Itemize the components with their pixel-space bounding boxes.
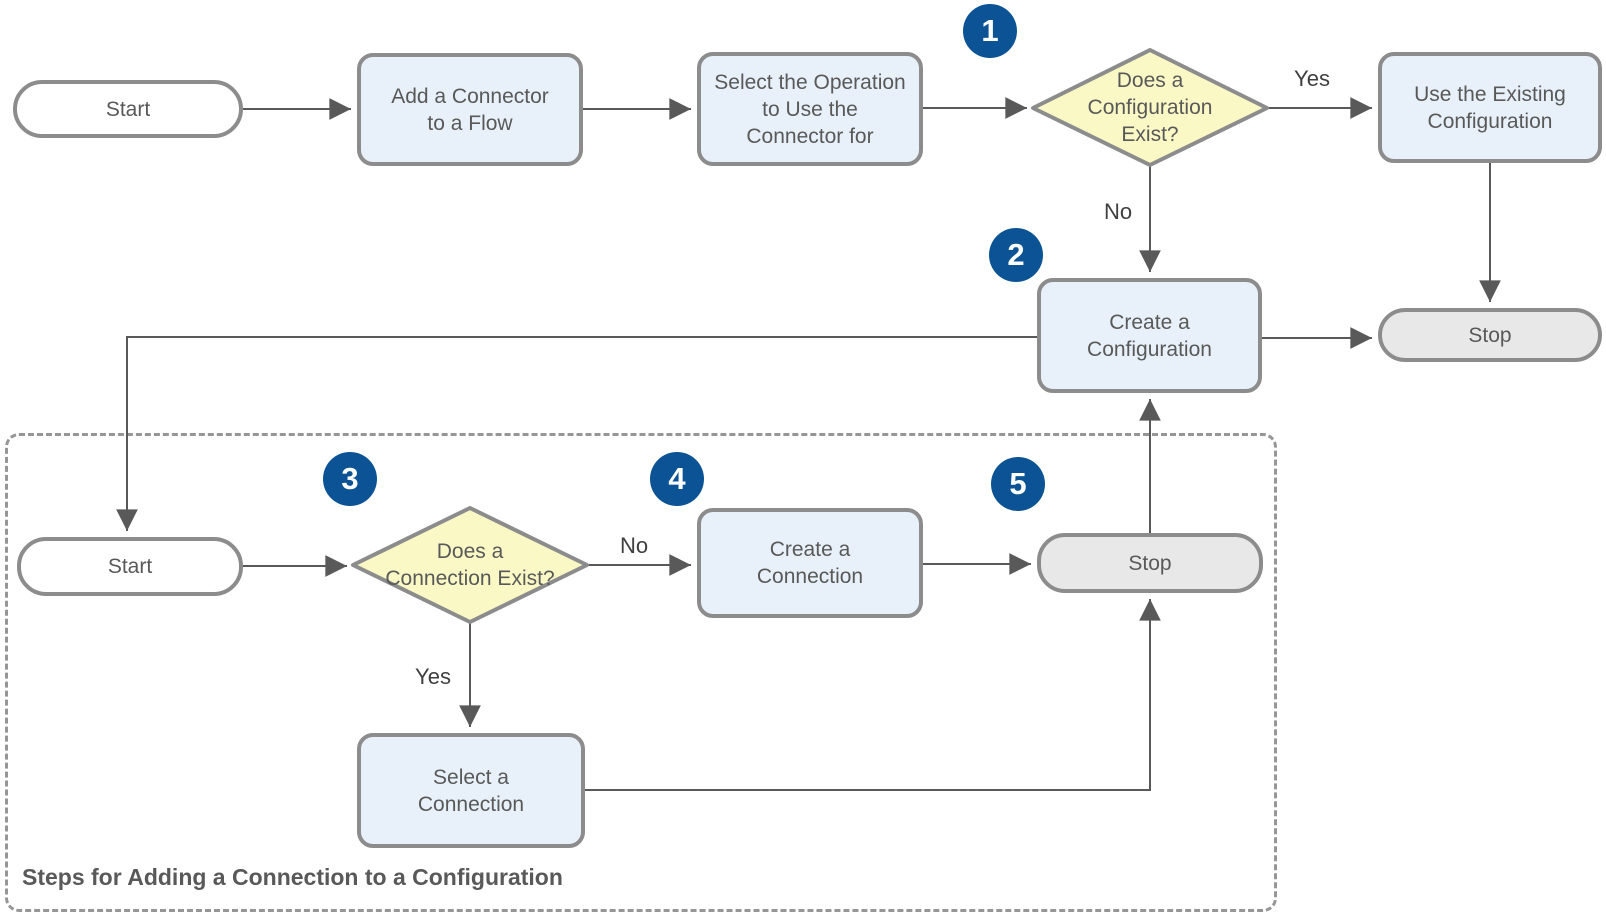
node-start-top: Start (13, 80, 243, 138)
step-badge-4: 4 (650, 452, 704, 506)
step-badge-5: 5 (991, 457, 1045, 511)
node-add-connector: Add a Connector to a Flow (357, 53, 583, 166)
node-start-bottom: Start (17, 537, 243, 596)
node-create-connection: Create a Connection (697, 508, 923, 618)
edge-select-connection-to-stop-bottom (585, 599, 1161, 791)
step-badge-3: 3 (323, 452, 377, 506)
decision-connection-exists-shape (351, 506, 589, 624)
decision-config-exists-shape (1031, 48, 1269, 167)
step-badge-2: 2 (989, 228, 1043, 282)
connection-steps-group-box (5, 433, 1277, 912)
edge-label-connection-no: No (619, 533, 649, 558)
edge-label-config-no: No (1103, 199, 1133, 224)
edge-create-configuration-to-start-bottom (116, 336, 1037, 531)
node-select-operation: Select the Operation to Use the Connecto… (697, 52, 923, 166)
group-box-title: Steps for Adding a Connection to a Confi… (22, 864, 563, 890)
edge-label-config-yes: Yes (1294, 66, 1330, 91)
node-select-connection: Select a Connection (357, 733, 585, 848)
node-create-configuration: Create a Configuration (1037, 278, 1262, 393)
edge-label-connection-yes: Yes (415, 664, 451, 689)
node-stop-top: Stop (1378, 308, 1602, 362)
node-use-existing-config: Use the Existing Configuration (1378, 52, 1602, 163)
step-badge-1: 1 (963, 4, 1017, 58)
node-stop-bottom: Stop (1037, 533, 1263, 593)
